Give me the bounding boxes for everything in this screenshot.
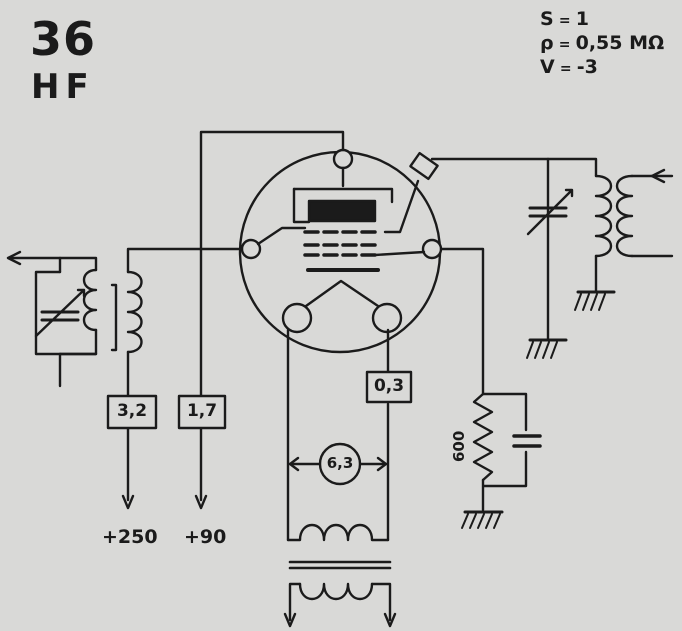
anode-arrow: [121, 494, 135, 510]
heater-current-label: 0,3: [373, 376, 405, 396]
heater-voltage-label: 6,3: [326, 454, 354, 472]
equals-sign: =: [558, 13, 571, 29]
pin-bottom-left: [281, 302, 313, 334]
grid2-current-label: 3,2: [116, 401, 148, 421]
anode-plate: [307, 199, 377, 223]
left-coil-secondary: [126, 270, 143, 354]
tube-type: HF: [31, 67, 95, 107]
ground-right-hatch: [461, 513, 501, 529]
primary-arrows: [283, 612, 397, 628]
param-s-value: 1: [575, 8, 589, 30]
pin-left: [240, 238, 262, 260]
screen-arrow: [194, 494, 208, 510]
right-primary-coil: [615, 174, 634, 258]
grid-input-to-coil: [546, 157, 598, 178]
box-grid2: [106, 394, 158, 430]
decoupling-top: [481, 392, 528, 432]
top-cap: [409, 151, 439, 181]
heater-transformer-primary: [298, 582, 374, 601]
resistor-value-label: 600: [450, 430, 468, 462]
grid-to-cap: [383, 179, 420, 234]
screen-current-label: 1,7: [186, 401, 218, 421]
right-var-cap: [528, 206, 568, 218]
param-v-value: -3: [576, 56, 598, 78]
screen-supply-label: +90: [184, 526, 227, 548]
right-grid-coil: [594, 174, 613, 258]
anode-supply-label: +250: [102, 526, 158, 548]
right-primary-leads: [630, 174, 674, 258]
screen-wire: [199, 130, 345, 502]
left-var-cap-arrow: [34, 288, 86, 338]
tube-number: 36: [30, 12, 97, 66]
anode-left-lead: [292, 187, 311, 224]
heater-transformer-secondary: [286, 523, 390, 542]
filament: [304, 279, 380, 308]
right-var-cap-arrow: [526, 188, 574, 236]
left-output-wire: [8, 256, 98, 272]
param-s-symbol: S: [540, 8, 554, 30]
pin-right-lead: [373, 250, 426, 257]
param-s: S=1: [540, 10, 589, 29]
transformer-core: [288, 560, 392, 570]
left-pin-wire: [126, 247, 244, 274]
left-coil-core: [110, 283, 118, 352]
equals-sign: =: [558, 37, 571, 53]
pin-bottom-right: [371, 302, 403, 334]
left-output-arrow: [6, 250, 22, 266]
param-rho-symbol: ρ: [540, 32, 554, 54]
left-tuned-coil: [82, 268, 98, 332]
param-v: V=-3: [540, 58, 598, 77]
anode-bracket: [292, 187, 394, 204]
ground-cap-hatch: [526, 341, 558, 359]
decoupling-bottom: [481, 450, 528, 512]
right-input-arrow: [650, 168, 666, 184]
pin-right: [421, 238, 443, 260]
param-rho: ρ=0,55 MΩ: [540, 34, 664, 53]
box-screen: [177, 394, 227, 430]
pin-left-lead: [256, 226, 307, 246]
ground-coil-hatch: [574, 293, 606, 311]
param-v-symbol: V: [540, 56, 555, 78]
decoupling-cap: [512, 434, 542, 448]
pin-top: [332, 148, 354, 170]
heater-voltage-arrows: [288, 456, 388, 472]
equals-sign: =: [559, 61, 572, 77]
resistor-600: [472, 392, 494, 482]
box-heater: [365, 370, 413, 404]
right-pin-wire: [439, 247, 485, 396]
primary-leads: [288, 582, 392, 622]
param-rho-value: 0,55 MΩ: [575, 32, 665, 54]
